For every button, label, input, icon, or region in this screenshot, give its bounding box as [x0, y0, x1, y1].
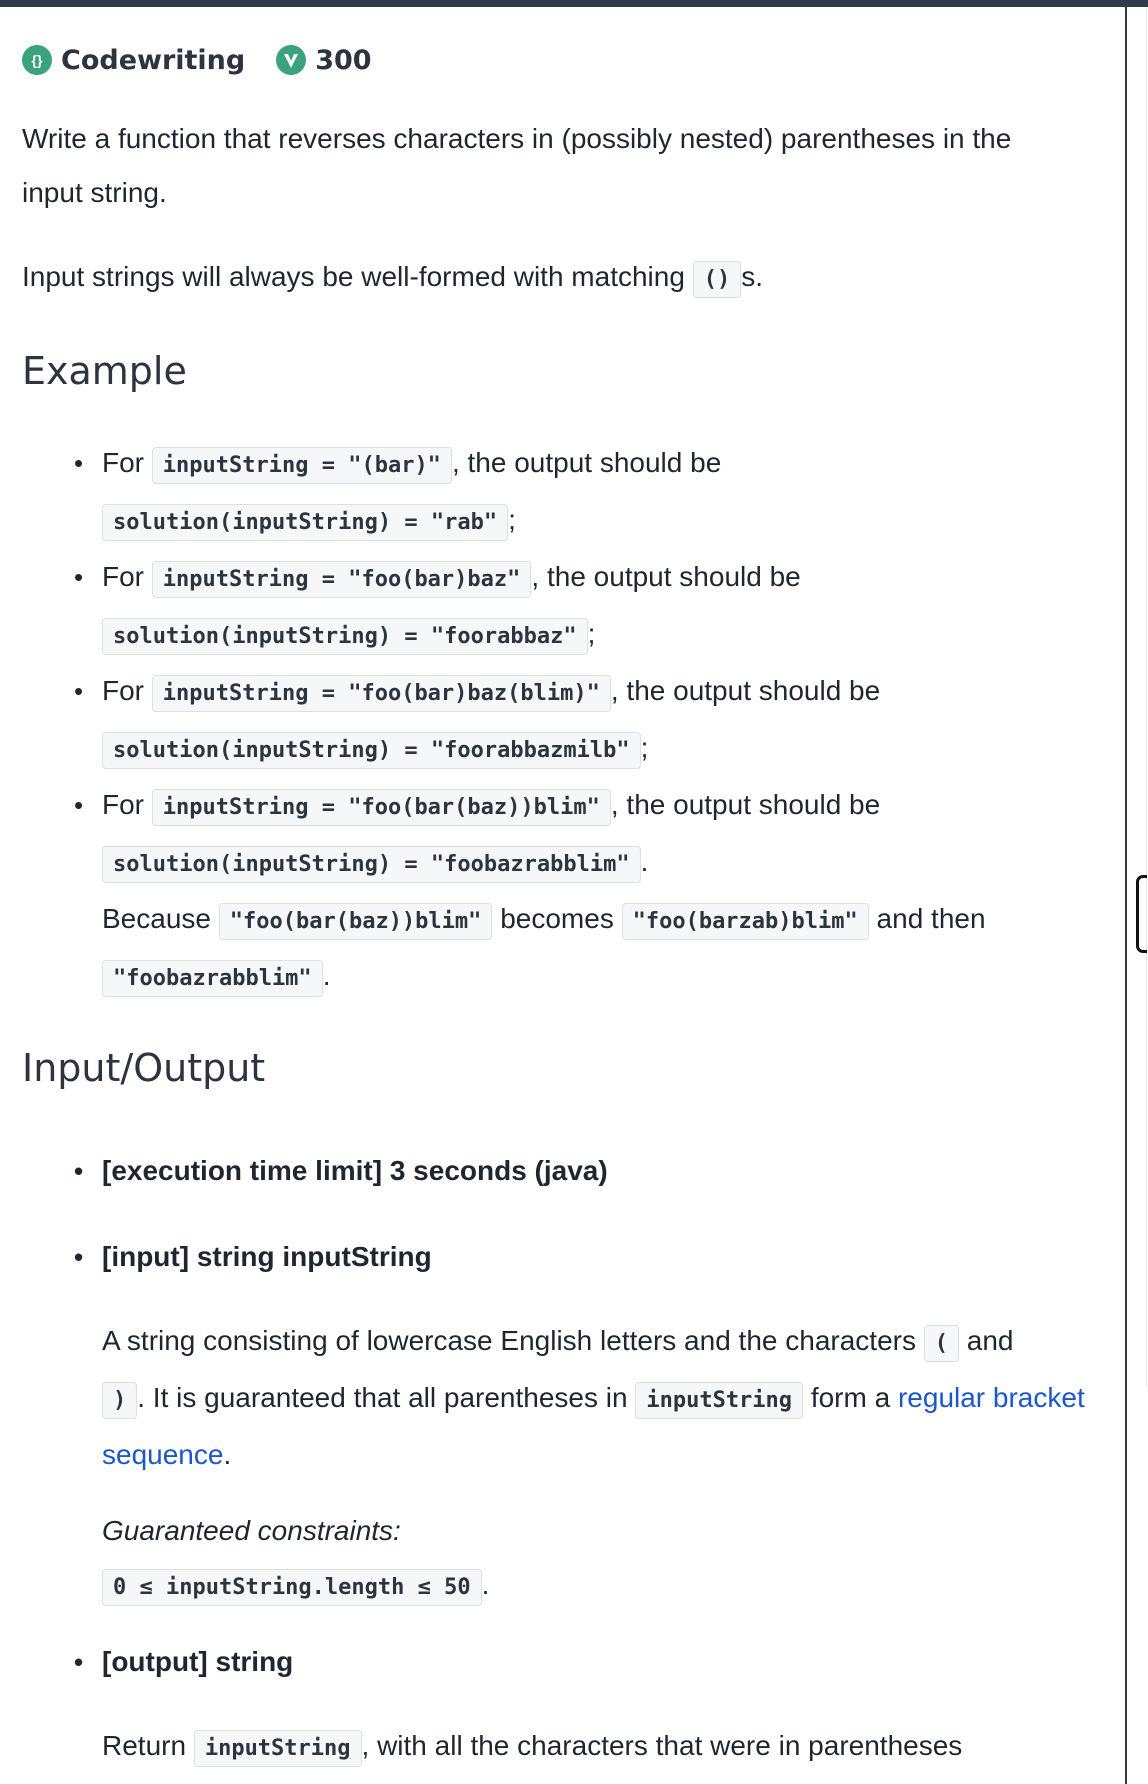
return-code: inputString: [193, 1730, 362, 1767]
example-heading: Example: [22, 349, 187, 393]
because-code: "foo(bar(baz))blim": [218, 903, 493, 940]
example-output-code: solution(inputString) = "foorabbazmilb": [102, 732, 641, 769]
points-icon: [276, 45, 307, 75]
panel-divider[interactable]: [1125, 7, 1127, 1784]
io-list: [output] string: [22, 1635, 1112, 1689]
output-description: Return inputString, with all the charact…: [22, 1719, 1112, 1776]
example-list: For inputString = "(bar)", the output sh…: [22, 436, 1112, 1006]
resize-handle[interactable]: [1136, 875, 1147, 953]
example-input-code: inputString = "foo(bar)baz": [151, 561, 532, 598]
description-text: Write a function that reverses character…: [22, 123, 1012, 208]
exec-time-limit: [execution time limit] 3 seconds (java): [22, 1144, 1112, 1198]
example-item: For inputString = "foo(bar)baz", the out…: [22, 550, 1112, 664]
io-list: [input] string inputString: [22, 1230, 1112, 1284]
task-header: {} Codewriting 300: [22, 40, 372, 80]
constraint-code: 0 ≤ inputString.length ≤ 50: [102, 1569, 482, 1606]
codewriting-icon: {}: [22, 45, 52, 75]
io-heading: Input/Output: [22, 1046, 266, 1090]
top-bar: [0, 0, 1148, 7]
regular-bracket-sequence-link[interactable]: regular bracket sequence: [102, 1382, 1085, 1470]
points-value: 300: [315, 44, 372, 76]
constraints-value: 0 ≤ inputString.length ≤ 50.: [22, 1558, 1112, 1615]
example-item: For inputString = "foo(bar(baz))blim", t…: [22, 778, 1112, 1006]
input-title: [input] string inputString: [22, 1230, 1112, 1284]
example-input-code: inputString = "foo(bar)baz(blim)": [151, 675, 611, 712]
example-item: For inputString = "(bar)", the output sh…: [22, 436, 1112, 550]
task-description: Write a function that reverses character…: [22, 112, 1112, 1776]
because-code: "foo(barzab)blim": [621, 903, 869, 940]
open-paren-code: (: [923, 1325, 959, 1362]
task-type-label: Codewriting: [61, 44, 246, 76]
scrollbar-thumb[interactable]: [1129, 7, 1147, 1387]
example-output-code: solution(inputString) = "foorabbaz": [102, 618, 588, 655]
io-list: [execution time limit] 3 seconds (java): [22, 1144, 1112, 1198]
example-output-code: solution(inputString) = "foobazrabblim": [102, 846, 641, 883]
output-title: [output] string: [22, 1635, 1112, 1689]
constraints-label: Guaranteed constraints:: [102, 1515, 401, 1546]
because-code: "foobazrabblim": [102, 960, 323, 997]
example-input-code: inputString = "(bar)": [151, 447, 452, 484]
example-output-code: solution(inputString) = "rab": [102, 504, 509, 541]
input-description: A string consisting of lowercase English…: [102, 1325, 1085, 1470]
description-note: Input strings will always be well-formed…: [22, 250, 1112, 307]
example-input-code: inputString = "foo(bar(baz))blim": [151, 789, 611, 826]
input-string-code: inputString: [635, 1382, 804, 1419]
example-item: For inputString = "foo(bar)baz(blim)", t…: [22, 664, 1112, 778]
close-paren-code: ): [102, 1382, 138, 1419]
parens-code: (): [692, 261, 742, 298]
